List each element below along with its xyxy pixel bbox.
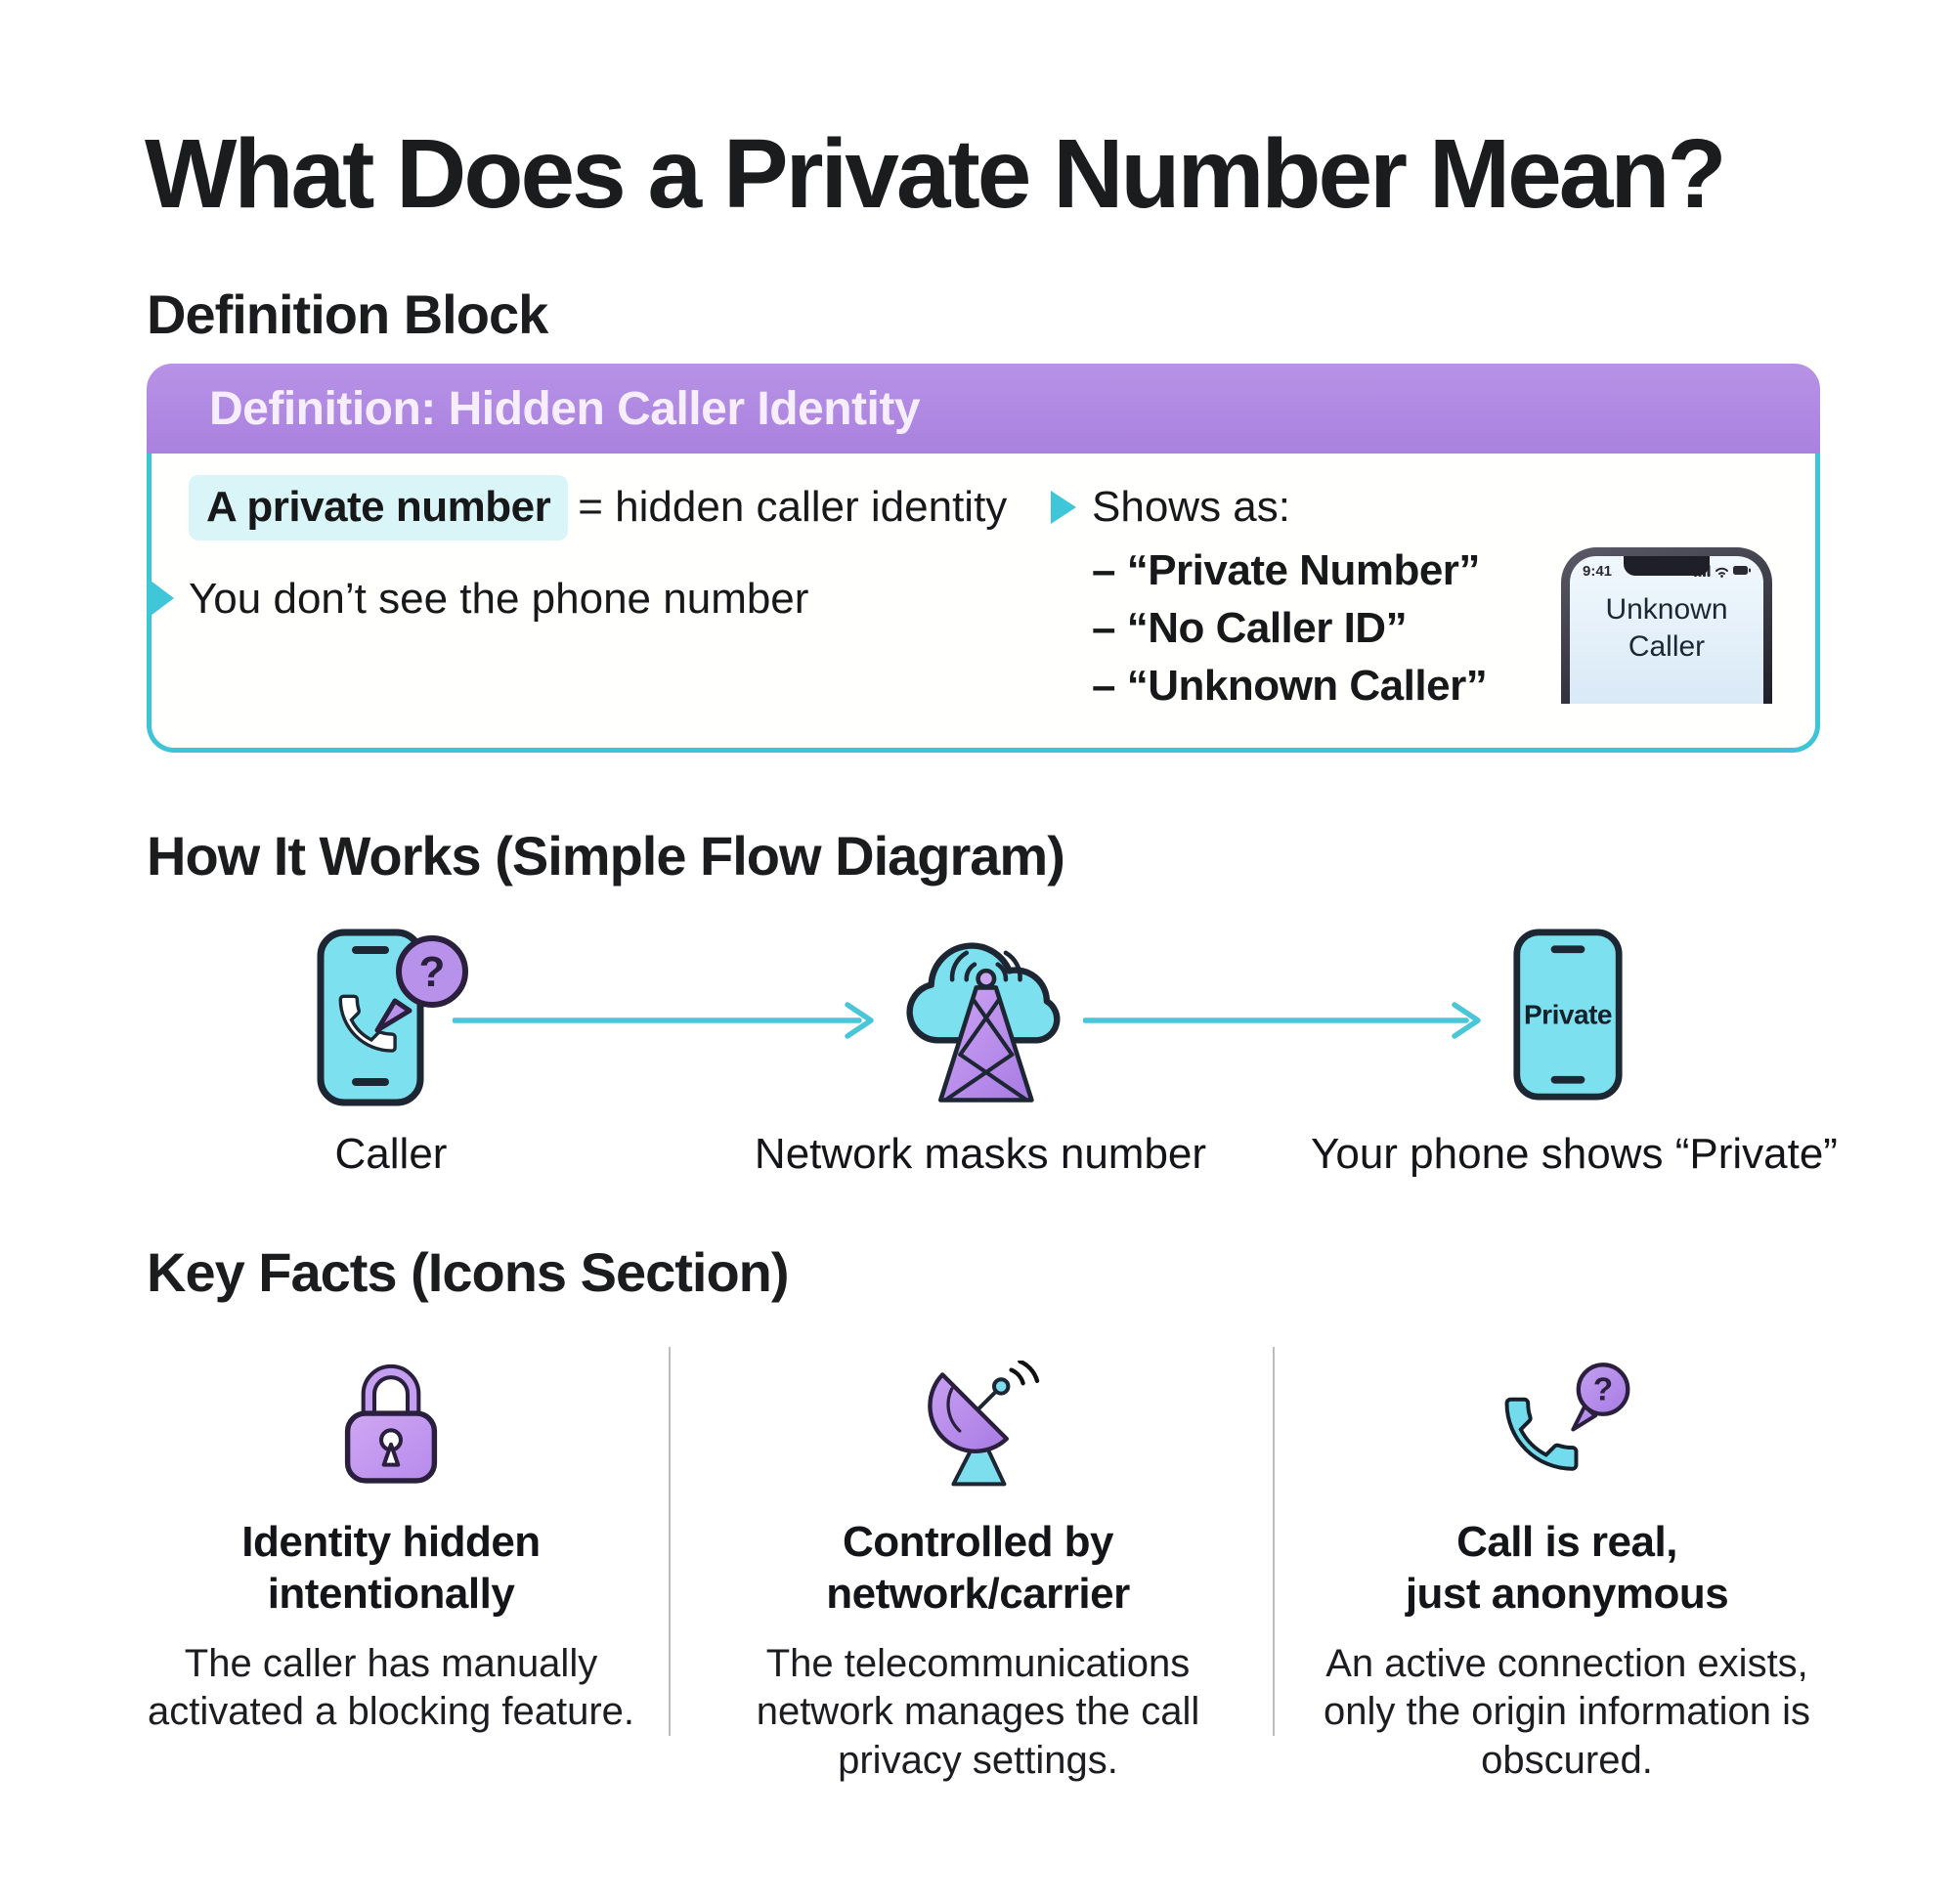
flow-arrow-icon xyxy=(453,1002,874,1039)
definition-box-header-label: Definition: Hidden Caller Identity xyxy=(209,382,921,435)
definition-secondary-line: You don’t see the phone number xyxy=(189,575,809,623)
question-bubble-icon: ? xyxy=(1571,1363,1630,1432)
left-pointer-icon xyxy=(147,578,174,619)
handset-icon xyxy=(1504,1397,1579,1471)
highlighted-term: A private number xyxy=(189,475,569,541)
fact-description: The caller has manually activated a bloc… xyxy=(147,1641,635,1734)
status-time: 9:41 xyxy=(1583,563,1613,580)
phone-notch xyxy=(1624,556,1710,576)
handset-icon xyxy=(338,994,397,1053)
definition-box: Definition: Hidden Caller Identity A pri… xyxy=(147,364,1820,753)
signal-waves-icon xyxy=(949,950,1022,982)
fact-title: Controlled by network/carrier xyxy=(826,1518,1130,1618)
battery-icon xyxy=(1733,566,1751,575)
question-bubble-icon: ? xyxy=(374,935,468,1033)
flow-step-label: Your phone shows “Private” xyxy=(1311,1130,1838,1178)
shows-as-pointer-icon xyxy=(1051,491,1076,524)
lock-icon xyxy=(344,1363,438,1484)
radio-tower-icon xyxy=(937,950,1034,1103)
phone-screen-text: Private xyxy=(1524,1000,1612,1030)
fact-title: Call is real, just anonymous xyxy=(1405,1518,1729,1618)
anonymous-call-icon: ? xyxy=(1504,1363,1630,1471)
caller-phone-icon: ? xyxy=(317,929,468,1106)
network-tower-icon xyxy=(906,942,1061,1103)
flow-section-heading: How It Works (Simple Flow Diagram) xyxy=(147,825,1065,887)
definition-box-body: A private number= hidden caller identity… xyxy=(147,454,1820,753)
shows-as-header: Shows as: xyxy=(1051,483,1487,532)
satellite-dish-icon xyxy=(927,1361,1039,1487)
svg-text:?: ? xyxy=(1593,1372,1613,1408)
phone-mockup-screen: 9:41 xyxy=(1570,556,1763,704)
fact-title: Identity hidden intentionally xyxy=(241,1518,541,1618)
page-title: What Does a Private Number Mean? xyxy=(145,119,1727,229)
shows-as-label: Shows as: xyxy=(1092,483,1290,531)
wifi-icon xyxy=(1715,567,1728,575)
shows-as-list: – “Private Number” – “No Caller ID” – “U… xyxy=(1092,541,1488,714)
fact-description: An active connection exists, only the or… xyxy=(1323,1641,1811,1782)
phone-mockup: 9:41 xyxy=(1561,547,1772,704)
svg-text:?: ? xyxy=(419,948,446,996)
shows-as-item: – “Private Number” xyxy=(1092,546,1480,594)
shows-as-block: Shows as: – “Private Number” – “No Calle… xyxy=(1051,483,1488,714)
shows-as-item: – “Unknown Caller” xyxy=(1092,662,1488,710)
term-definition: = hidden caller identity xyxy=(578,483,1008,531)
fact-card-call-is-real: ? Call is real, just anonymous An active… xyxy=(1288,1325,1845,1785)
definition-term-line: A private number= hidden caller identity xyxy=(189,475,1008,541)
facts-section-heading: Key Facts (Icons Section) xyxy=(147,1241,790,1303)
definition-box-header: Definition: Hidden Caller Identity xyxy=(147,364,1820,454)
phone-private-icon: Private xyxy=(1513,929,1623,1101)
wifi-dot xyxy=(1720,575,1723,578)
column-divider xyxy=(1273,1347,1275,1736)
signal-waves-icon xyxy=(1008,1361,1039,1386)
flow-arrow-icon xyxy=(1083,1002,1481,1039)
fact-description: The telecommunications network manages t… xyxy=(756,1641,1200,1782)
phone-mockup-label: Unknown Caller xyxy=(1605,593,1728,663)
fact-card-network-controlled: Controlled by network/carrier The teleco… xyxy=(702,1325,1254,1785)
shows-as-item: – “No Caller ID” xyxy=(1092,604,1408,652)
column-divider xyxy=(669,1347,671,1736)
fact-card-identity-hidden: Identity hidden intentionally The caller… xyxy=(137,1325,645,1737)
flow-step-label: Caller xyxy=(334,1130,448,1178)
definition-section-heading: Definition Block xyxy=(147,283,548,345)
flow-step-label: Network masks number xyxy=(754,1130,1207,1178)
